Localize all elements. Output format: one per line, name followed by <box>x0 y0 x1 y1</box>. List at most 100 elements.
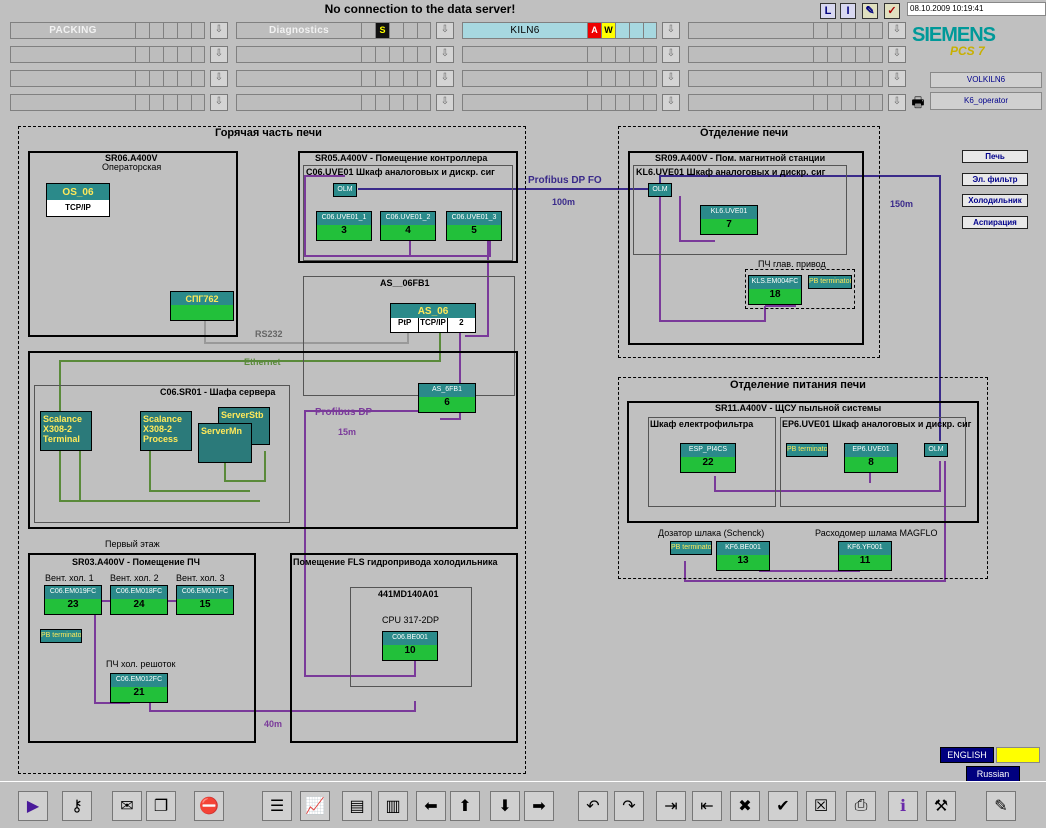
login-button[interactable]: L <box>820 3 836 19</box>
info-button[interactable]: I <box>840 3 856 19</box>
key-icon[interactable]: ⚷ <box>62 791 92 821</box>
trend-icon[interactable]: 📈 <box>300 791 330 821</box>
arrow-down-icon[interactable]: ⇩ <box>662 22 680 39</box>
area-slot[interactable] <box>236 94 431 111</box>
device-spg762[interactable]: СПГ762 <box>170 291 234 321</box>
pb-terminator[interactable]: PB terminator <box>670 541 712 555</box>
arrow-down-icon[interactable]: ⇩ <box>436 94 454 111</box>
server-mn[interactable]: ServerMn <box>198 423 252 463</box>
area-slot[interactable] <box>10 70 205 87</box>
area-slot[interactable] <box>688 94 883 111</box>
report-icon[interactable]: ✉ <box>112 791 142 821</box>
lang-english-button[interactable]: ENGLISH <box>940 747 994 763</box>
area-kiln6[interactable]: KILN6 A W <box>462 22 657 39</box>
lang-russian-button[interactable]: Russian <box>966 766 1020 782</box>
arrow-down-icon[interactable]: ⇩ <box>436 46 454 63</box>
arrow-down-icon[interactable]: ⇩ <box>662 94 680 111</box>
arrow-down-icon[interactable]: ⇩ <box>210 70 228 87</box>
device-olm3[interactable]: OLM <box>924 443 948 457</box>
check-icon[interactable]: ✓ <box>884 3 900 19</box>
alarm-ack-icon[interactable]: ✔ <box>768 791 798 821</box>
nav-efilter-button[interactable]: Эл. фильтр <box>962 173 1028 186</box>
arrow-down-icon[interactable]: ⇩ <box>888 94 906 111</box>
room-label: SR03.A400V - Помещение ПЧ <box>72 557 200 567</box>
copy-icon[interactable]: ❐ <box>146 791 176 821</box>
arrow-down-icon[interactable]: ⇩ <box>888 22 906 39</box>
pb-terminator[interactable]: PB terminator <box>808 275 852 289</box>
play-icon[interactable]: ▶ <box>18 791 48 821</box>
nav-aspiration-button[interactable]: Аспирация <box>962 216 1028 229</box>
prev-icon[interactable]: ⇤ <box>692 791 722 821</box>
area-empty[interactable] <box>688 22 883 39</box>
stop-icon[interactable]: ⛔ <box>194 791 224 821</box>
draw-icon[interactable]: ✎ <box>986 791 1016 821</box>
room-sr06 <box>28 151 238 337</box>
area-slot[interactable] <box>236 46 431 63</box>
arrow-down-icon[interactable]: ⇩ <box>888 70 906 87</box>
alarm-mute-icon[interactable]: ☒ <box>806 791 836 821</box>
link-label: Profibus DP <box>315 407 373 418</box>
info-icon[interactable]: ℹ <box>888 791 918 821</box>
faceplate2-icon[interactable]: ▥ <box>378 791 408 821</box>
arrow-down-icon[interactable]: ⇩ <box>662 46 680 63</box>
area-slot[interactable] <box>236 70 431 87</box>
arrow-down-icon[interactable]: ⇩ <box>436 70 454 87</box>
back-icon[interactable]: ⬅ <box>416 791 446 821</box>
cabinet-label: EP6.UVE01 Шкаф аналоговых и дискр. сиг <box>782 419 972 429</box>
printer-fault-icon[interactable]: ⎙ <box>846 791 876 821</box>
arrow-down-icon[interactable]: ⇩ <box>210 46 228 63</box>
pb-terminator[interactable]: PB terminator <box>786 443 828 457</box>
area-slot[interactable] <box>462 46 657 63</box>
arrow-down-icon[interactable]: ⇩ <box>210 94 228 111</box>
redo-icon[interactable]: ↷ <box>614 791 644 821</box>
area-slot[interactable] <box>462 94 657 111</box>
arrow-down-icon[interactable]: ⇩ <box>210 22 228 39</box>
nav-kiln-button[interactable]: Печь <box>962 150 1028 163</box>
pb-terminator[interactable]: PB terminator <box>40 629 82 643</box>
area-slot[interactable] <box>688 70 883 87</box>
area-packing[interactable]: PACKING <box>10 22 205 39</box>
area-slot[interactable] <box>462 70 657 87</box>
down-icon[interactable]: ⬇ <box>490 791 520 821</box>
device-olm2[interactable]: OLM <box>648 183 672 197</box>
forward-icon[interactable]: ➡ <box>524 791 554 821</box>
arrow-down-icon[interactable]: ⇩ <box>436 22 454 39</box>
area-slot[interactable] <box>10 94 205 111</box>
tool-icon[interactable]: ⚒ <box>926 791 956 821</box>
edit-icon[interactable]: ✎ <box>862 3 878 19</box>
nav-cooler-button[interactable]: Холодильник <box>962 194 1028 207</box>
arrow-down-icon[interactable]: ⇩ <box>662 70 680 87</box>
undo-icon[interactable]: ↶ <box>578 791 608 821</box>
arrow-down-icon[interactable]: ⇩ <box>888 46 906 63</box>
next-icon[interactable]: ⇥ <box>656 791 686 821</box>
device-olm[interactable]: OLM <box>333 183 357 197</box>
cabinet-c06 <box>303 165 513 261</box>
area-slot[interactable] <box>688 46 883 63</box>
print-list-icon[interactable]: ☰ <box>262 791 292 821</box>
up-icon[interactable]: ⬆ <box>450 791 480 821</box>
faceplate-icon[interactable]: ▤ <box>342 791 372 821</box>
alarm-off-icon[interactable]: ✖ <box>730 791 760 821</box>
device-os06[interactable]: OS_06 TCP/IP <box>46 183 110 217</box>
area-slot[interactable] <box>10 46 205 63</box>
area-diagnostics[interactable]: Diagnostics S <box>236 22 431 39</box>
printer-icon[interactable]: 🖶 <box>911 94 925 110</box>
